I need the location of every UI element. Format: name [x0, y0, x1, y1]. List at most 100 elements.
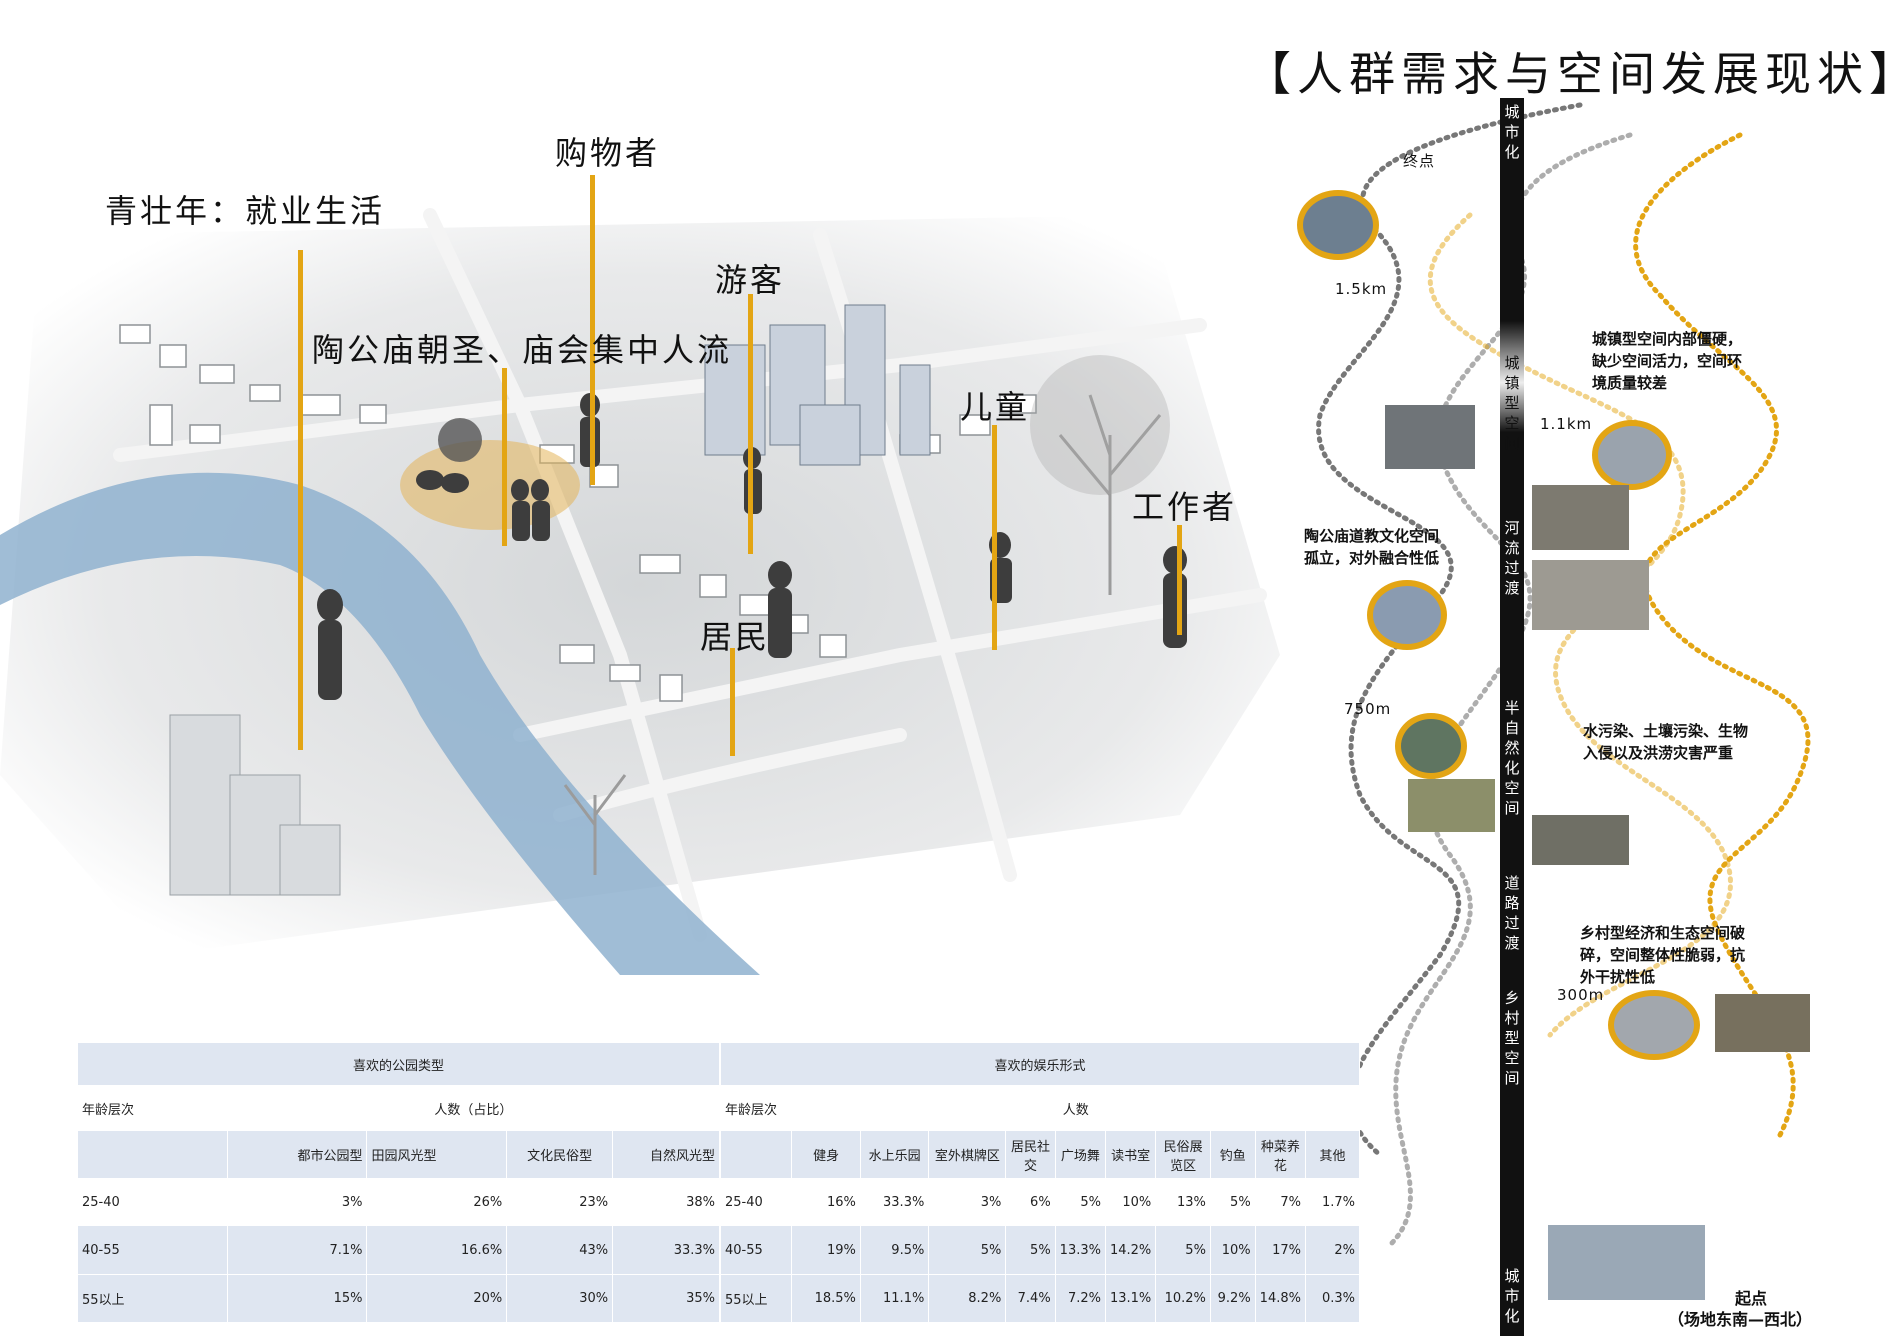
- park-cell: 23%: [506, 1178, 614, 1226]
- aerial-map: [0, 208, 1280, 975]
- ent-cell: 5%: [1155, 1225, 1211, 1275]
- ent-col-header: 读书室: [1104, 1130, 1157, 1179]
- park-col-header: 文化民俗型: [506, 1130, 614, 1179]
- note-rural-line2: 碎，空间整体性脆弱，抗: [1580, 946, 1746, 964]
- thumb-circle-rural: [1608, 990, 1700, 1060]
- label-youth: 青壮年：就业生活: [105, 192, 386, 230]
- ent-table-title: 喜欢的娱乐形式: [720, 1042, 1360, 1086]
- ent-cell: 13.1%: [1104, 1274, 1157, 1323]
- ent-cell: 17%: [1254, 1225, 1306, 1275]
- ent-cell: 13.3%: [1054, 1225, 1106, 1275]
- park-col-header: 田园风光型: [366, 1130, 508, 1179]
- note-rural-line3: 外干扰性低: [1580, 968, 1656, 986]
- bar-label-rural: 乡村型空间: [1504, 989, 1520, 1087]
- park-col-header: 自然风光型: [612, 1130, 720, 1179]
- thumb-circle-temple: [1367, 580, 1447, 650]
- park-table-age-header: 年龄层次: [77, 1085, 228, 1131]
- park-cell: 38%: [612, 1178, 720, 1226]
- photo-field: [1408, 779, 1495, 832]
- label-pilgrim: 陶公庙朝圣、庙会集中人流: [312, 331, 733, 369]
- leader-line-resident: [730, 648, 735, 756]
- label-worker: 工作者: [1132, 488, 1238, 526]
- park-cell: 7.1%: [226, 1225, 368, 1275]
- ent-col-header: 广场舞: [1054, 1130, 1106, 1179]
- distance-1-5km: 1.5km: [1335, 280, 1388, 298]
- park-table-title: 喜欢的公园类型: [77, 1042, 720, 1086]
- entertainment-table: 喜欢的娱乐形式 年龄层次人数 健身 水上乐园 室外棋牌区 居民社交 广场舞 读书…: [719, 1042, 1361, 1323]
- ent-col-header: 钓鱼: [1209, 1130, 1256, 1179]
- ent-cell: 7%: [1254, 1178, 1306, 1226]
- bar-label-urban-top: 城市化: [1504, 103, 1520, 161]
- bar-label-river: 河流过渡: [1504, 519, 1520, 597]
- leader-line-tourist: [748, 294, 753, 554]
- ent-cell: 10%: [1209, 1225, 1256, 1275]
- note-temple-line2: 孤立，对外融合性低: [1304, 549, 1440, 567]
- ent-cell: 0.3%: [1304, 1274, 1361, 1323]
- park-cell: 33.3%: [612, 1225, 720, 1275]
- park-cell: 15%: [226, 1274, 368, 1323]
- park-cell: 30%: [506, 1274, 614, 1323]
- ent-cell: 5%: [928, 1225, 1007, 1275]
- ent-table-count-header: 人数: [791, 1085, 1360, 1131]
- ent-cell: 14.2%: [1104, 1225, 1157, 1275]
- park-row-age: 55以上: [77, 1274, 228, 1323]
- note-town-line3: 境质量较差: [1592, 374, 1668, 392]
- bar-label-town: 城镇型空间: [1504, 354, 1520, 452]
- note-rural-line1: 乡村型经济和生态空间破: [1580, 924, 1746, 942]
- photo-rural: [1715, 994, 1810, 1052]
- ent-col-header: 民俗展览区: [1155, 1130, 1211, 1179]
- park-cell: 43%: [506, 1225, 614, 1275]
- ent-table-age-header: 年龄层次: [719, 1085, 793, 1131]
- ent-col-header: 健身: [791, 1130, 861, 1179]
- park-table-count-header: 人数（占比）: [226, 1085, 721, 1131]
- ent-cell: 33.3%: [859, 1178, 930, 1226]
- transect-bar: 城市化 城镇型空间 河流过渡 半自然化空间 道路过渡 乡村型空间 城市化: [1500, 98, 1524, 1336]
- note-water: 水污染、土壤污染、生物 入侵以及洪涝灾害严重: [1583, 720, 1748, 764]
- park-cell: 26%: [366, 1178, 508, 1226]
- bar-label-seminatural: 半自然化空间: [1504, 699, 1520, 817]
- ent-cell: 5%: [1054, 1178, 1106, 1226]
- leader-line-children: [992, 425, 997, 650]
- bar-label-urban-bottom: 城市化: [1504, 1267, 1520, 1325]
- note-town: 城镇型空间内部僵硬， 缺少空间活力，空间环 境质量较差: [1592, 328, 1742, 394]
- park-cell: 16.6%: [366, 1225, 508, 1275]
- end-label: 终点: [1403, 152, 1436, 170]
- ent-cell: 18.5%: [791, 1274, 861, 1323]
- photo-urban-skyline: [1548, 1225, 1705, 1300]
- label-resident: 居民: [700, 618, 771, 656]
- photo-town-street: [1385, 405, 1475, 469]
- ent-cell: 7.4%: [1005, 1274, 1056, 1323]
- ent-cell: 5%: [1209, 1178, 1256, 1226]
- ent-col-header: 种菜养花: [1254, 1130, 1306, 1179]
- leader-line-youth: [298, 250, 303, 750]
- ent-cell: 19%: [791, 1225, 861, 1275]
- ent-col-header: 居民社交: [1005, 1130, 1056, 1179]
- ent-cell: 2%: [1304, 1225, 1361, 1275]
- note-temple: 陶公庙道教文化空间 孤立，对外融合性低: [1304, 525, 1439, 569]
- ent-cell: 11.1%: [859, 1274, 930, 1323]
- leader-line-shopper: [590, 175, 595, 485]
- ent-col-header: 其他: [1304, 1130, 1361, 1179]
- ent-cell: 8.2%: [928, 1274, 1007, 1323]
- ent-col-header: 室外棋牌区: [928, 1130, 1007, 1179]
- label-children: 儿童: [960, 388, 1031, 426]
- start-sublabel: （场地东南—西北）: [1668, 1310, 1813, 1329]
- note-rural: 乡村型经济和生态空间破 碎，空间整体性脆弱，抗 外干扰性低: [1580, 922, 1745, 988]
- park-row-age: 25-40: [77, 1178, 228, 1226]
- photo-riverbank: [1532, 815, 1629, 865]
- park-cell: 35%: [612, 1274, 720, 1323]
- bar-label-road: 道路过渡: [1504, 874, 1520, 952]
- thumb-circle-town: [1592, 420, 1672, 490]
- photo-temple: [1532, 560, 1649, 630]
- note-temple-line1: 陶公庙道教文化空间: [1304, 527, 1440, 545]
- ent-cell: 10%: [1104, 1178, 1157, 1226]
- ent-cell: 14.8%: [1254, 1274, 1306, 1323]
- park-cell: 3%: [226, 1178, 368, 1226]
- ent-cell: 13%: [1155, 1178, 1211, 1226]
- note-water-line2: 入侵以及洪涝灾害严重: [1583, 744, 1734, 762]
- thumb-circle-seminatural: [1395, 713, 1467, 779]
- ent-cell: 9.2%: [1209, 1274, 1256, 1323]
- ent-row-age: 40-55: [719, 1225, 793, 1275]
- distance-300m: 300m: [1557, 986, 1605, 1004]
- park-row-age: 40-55: [77, 1225, 228, 1275]
